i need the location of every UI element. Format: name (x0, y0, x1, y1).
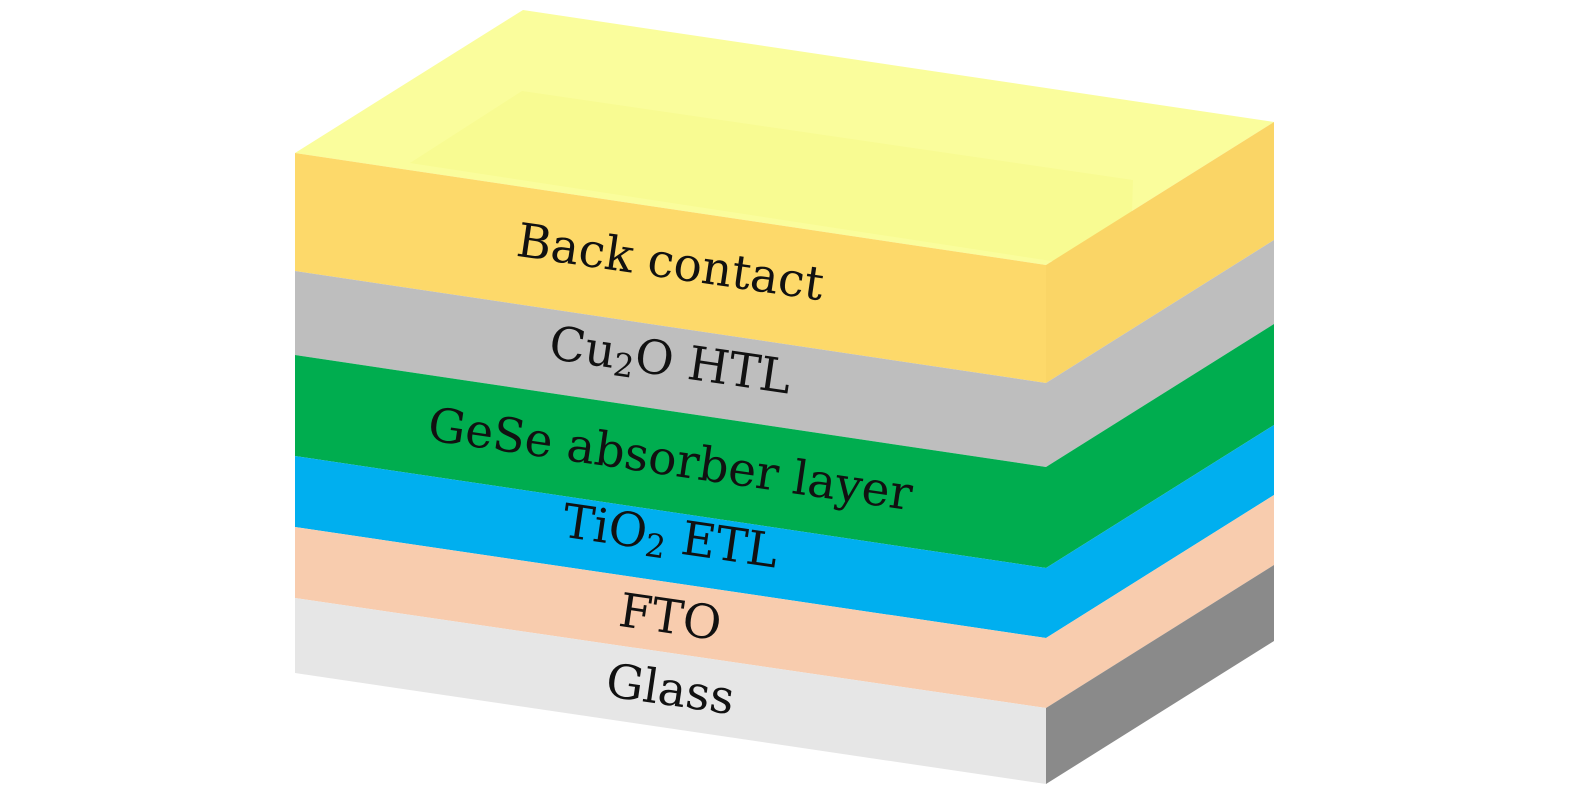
gese-absorber-side-face (1046, 324, 1274, 568)
top-face-inner (410, 91, 1133, 273)
gese-absorber-front-face (295, 355, 1046, 568)
fto-front-face (295, 527, 1046, 708)
cu2o-htl-front-face (295, 271, 1046, 467)
tio2-etl-front-face (295, 456, 1046, 638)
back-contact-front-face (295, 153, 1046, 383)
glass-front-face (295, 598, 1046, 784)
cu2o-htl-side-face (1046, 240, 1274, 467)
glass-side-face (1046, 565, 1274, 784)
tio2-etl-label-text: TiO (559, 494, 651, 561)
fto-side-face (1046, 495, 1274, 708)
tio2-etl-side-face (1046, 425, 1274, 638)
back-contact-side-face (1046, 122, 1274, 383)
cu2o-htl-label-text: Cu (546, 316, 619, 380)
layer-faces (295, 10, 1274, 784)
